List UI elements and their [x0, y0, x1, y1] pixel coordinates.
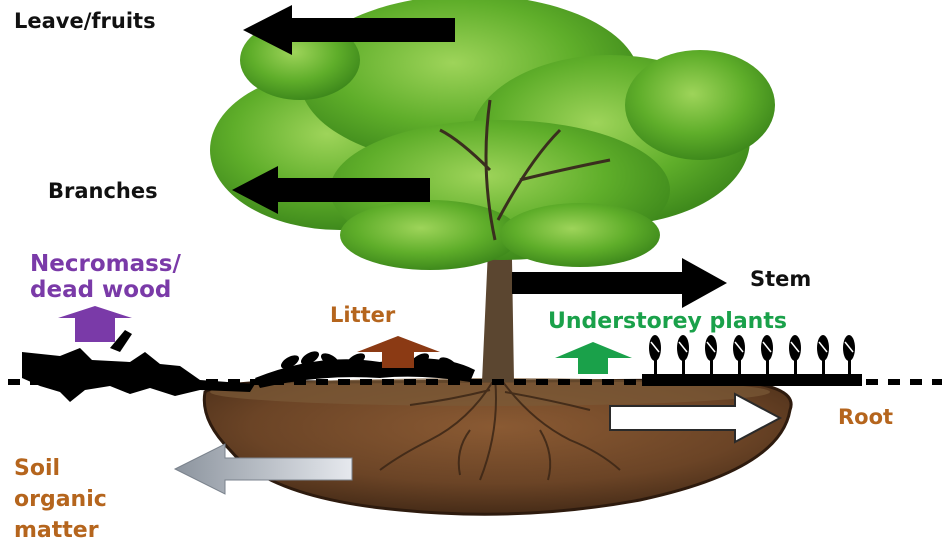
- necromass-label-line1: Necromass/: [30, 251, 181, 277]
- understorey-plants-label: Understorey plants: [548, 309, 787, 334]
- necromass-arrow: [58, 306, 132, 342]
- soil-organic-matter-arrow: [173, 443, 353, 495]
- soil-label-line2: organic: [14, 486, 107, 512]
- stem-arrow: [512, 258, 727, 308]
- litter-icon: [255, 351, 475, 388]
- litter-label: Litter: [330, 303, 396, 327]
- necromass-label: Necromass/ dead wood: [30, 251, 181, 304]
- soil-organic-matter-label: Soil organic matter: [14, 454, 107, 546]
- soil-label-line1: Soil: [14, 456, 61, 481]
- soil-mound: [202, 378, 793, 516]
- branches-arrow: [232, 166, 430, 214]
- root-label: Root: [838, 405, 894, 429]
- leave-fruits-label: Leave/fruits: [14, 9, 156, 33]
- dead-wood-icon: [22, 330, 255, 402]
- canopy-branches: [439, 99, 611, 241]
- soil-label-line3: matter: [14, 517, 99, 543]
- root-arrow: [609, 392, 783, 444]
- stem-label: Stem: [750, 267, 812, 291]
- understorey-plants-icon: [642, 335, 862, 386]
- understorey-arrow: [555, 342, 632, 374]
- litter-arrow: [357, 336, 440, 368]
- tree-roots: [379, 377, 621, 481]
- necromass-label-line2: dead wood: [30, 276, 172, 303]
- leave-fruits-arrow: [243, 5, 455, 55]
- branches-label: Branches: [48, 179, 158, 203]
